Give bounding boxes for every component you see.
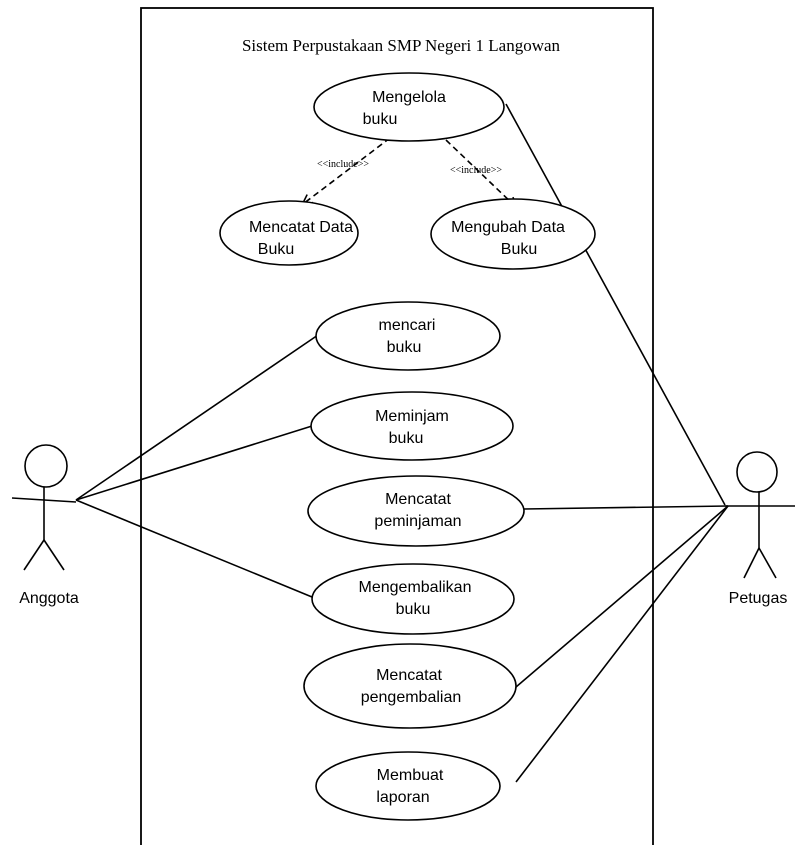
assoc-anggota-mencari-buku	[75, 334, 319, 501]
usecase-mencatat-data-buku[interactable]: Mencatat Data Buku	[219, 200, 359, 266]
include-arrow-mencatat-data-buku	[303, 137, 391, 204]
usecase-membuat-laporan[interactable]: Membuat laporan	[315, 751, 501, 821]
system-boundary	[140, 7, 654, 845]
assoc-petugas-mencatat-pengembalian	[515, 505, 729, 688]
actor-anggota[interactable]: Anggota	[11, 444, 79, 607]
svg-text:Membuat: Membuat	[377, 767, 444, 784]
usecase-mengembalikan-buku[interactable]: Mengembalikan buku	[311, 563, 515, 635]
svg-text:Buku: Buku	[501, 241, 537, 258]
actor-petugas[interactable]: Petugas	[725, 451, 795, 607]
usecase-mengelola-buku[interactable]: Mengelola buku	[313, 72, 505, 142]
assoc-petugas-mencatat-peminjaman	[523, 505, 729, 510]
svg-text:Mencatat: Mencatat	[385, 491, 451, 508]
svg-text:Mengelola: Mengelola	[372, 89, 446, 106]
include-label-right: <<include>>	[450, 165, 502, 176]
svg-text:buku: buku	[396, 601, 431, 618]
usecase-mengubah-data-buku[interactable]: Mengubah Data Buku	[430, 198, 596, 270]
svg-text:laporan: laporan	[376, 789, 429, 806]
system-title: Sistem Perpustakaan SMP Negeri 1 Langowa…	[242, 36, 561, 55]
actor-petugas-head	[736, 451, 778, 493]
actor-anggota-label: Anggota	[19, 590, 79, 607]
actor-petugas-label: Petugas	[729, 590, 788, 607]
svg-text:peminjaman: peminjaman	[374, 513, 461, 530]
include-arrow-mengubah-data-buku	[445, 139, 516, 207]
svg-text:buku: buku	[363, 111, 398, 128]
actor-anggota-head	[24, 444, 68, 488]
svg-text:buku: buku	[387, 339, 422, 356]
usecase-mencatat-pengembalian[interactable]: Mencatat pengembalian	[303, 643, 517, 729]
usecase-meminjam-buku[interactable]: Meminjam buku	[310, 391, 514, 461]
svg-text:Buku: Buku	[258, 241, 294, 258]
svg-text:Mengubah Data: Mengubah Data	[451, 219, 565, 236]
svg-text:Mencatat Data: Mencatat Data	[249, 219, 353, 236]
assoc-petugas-mengelola-buku	[505, 103, 726, 506]
assoc-anggota-meminjam-buku	[75, 425, 313, 501]
svg-text:Mengembalikan: Mengembalikan	[359, 579, 472, 596]
usecase-mencari-buku[interactable]: mencari buku	[315, 301, 501, 371]
assoc-petugas-membuat-laporan	[515, 505, 729, 783]
assoc-anggota-mengembalikan-buku	[75, 499, 313, 598]
svg-text:mencari: mencari	[379, 317, 436, 334]
svg-text:Mencatat: Mencatat	[376, 667, 442, 684]
svg-text:Meminjam: Meminjam	[375, 408, 449, 425]
svg-text:pengembalian: pengembalian	[361, 689, 462, 706]
include-label-left: <<include>>	[317, 159, 369, 170]
usecase-mencatat-peminjaman[interactable]: Mencatat peminjaman	[307, 475, 525, 547]
svg-text:buku: buku	[389, 430, 424, 447]
